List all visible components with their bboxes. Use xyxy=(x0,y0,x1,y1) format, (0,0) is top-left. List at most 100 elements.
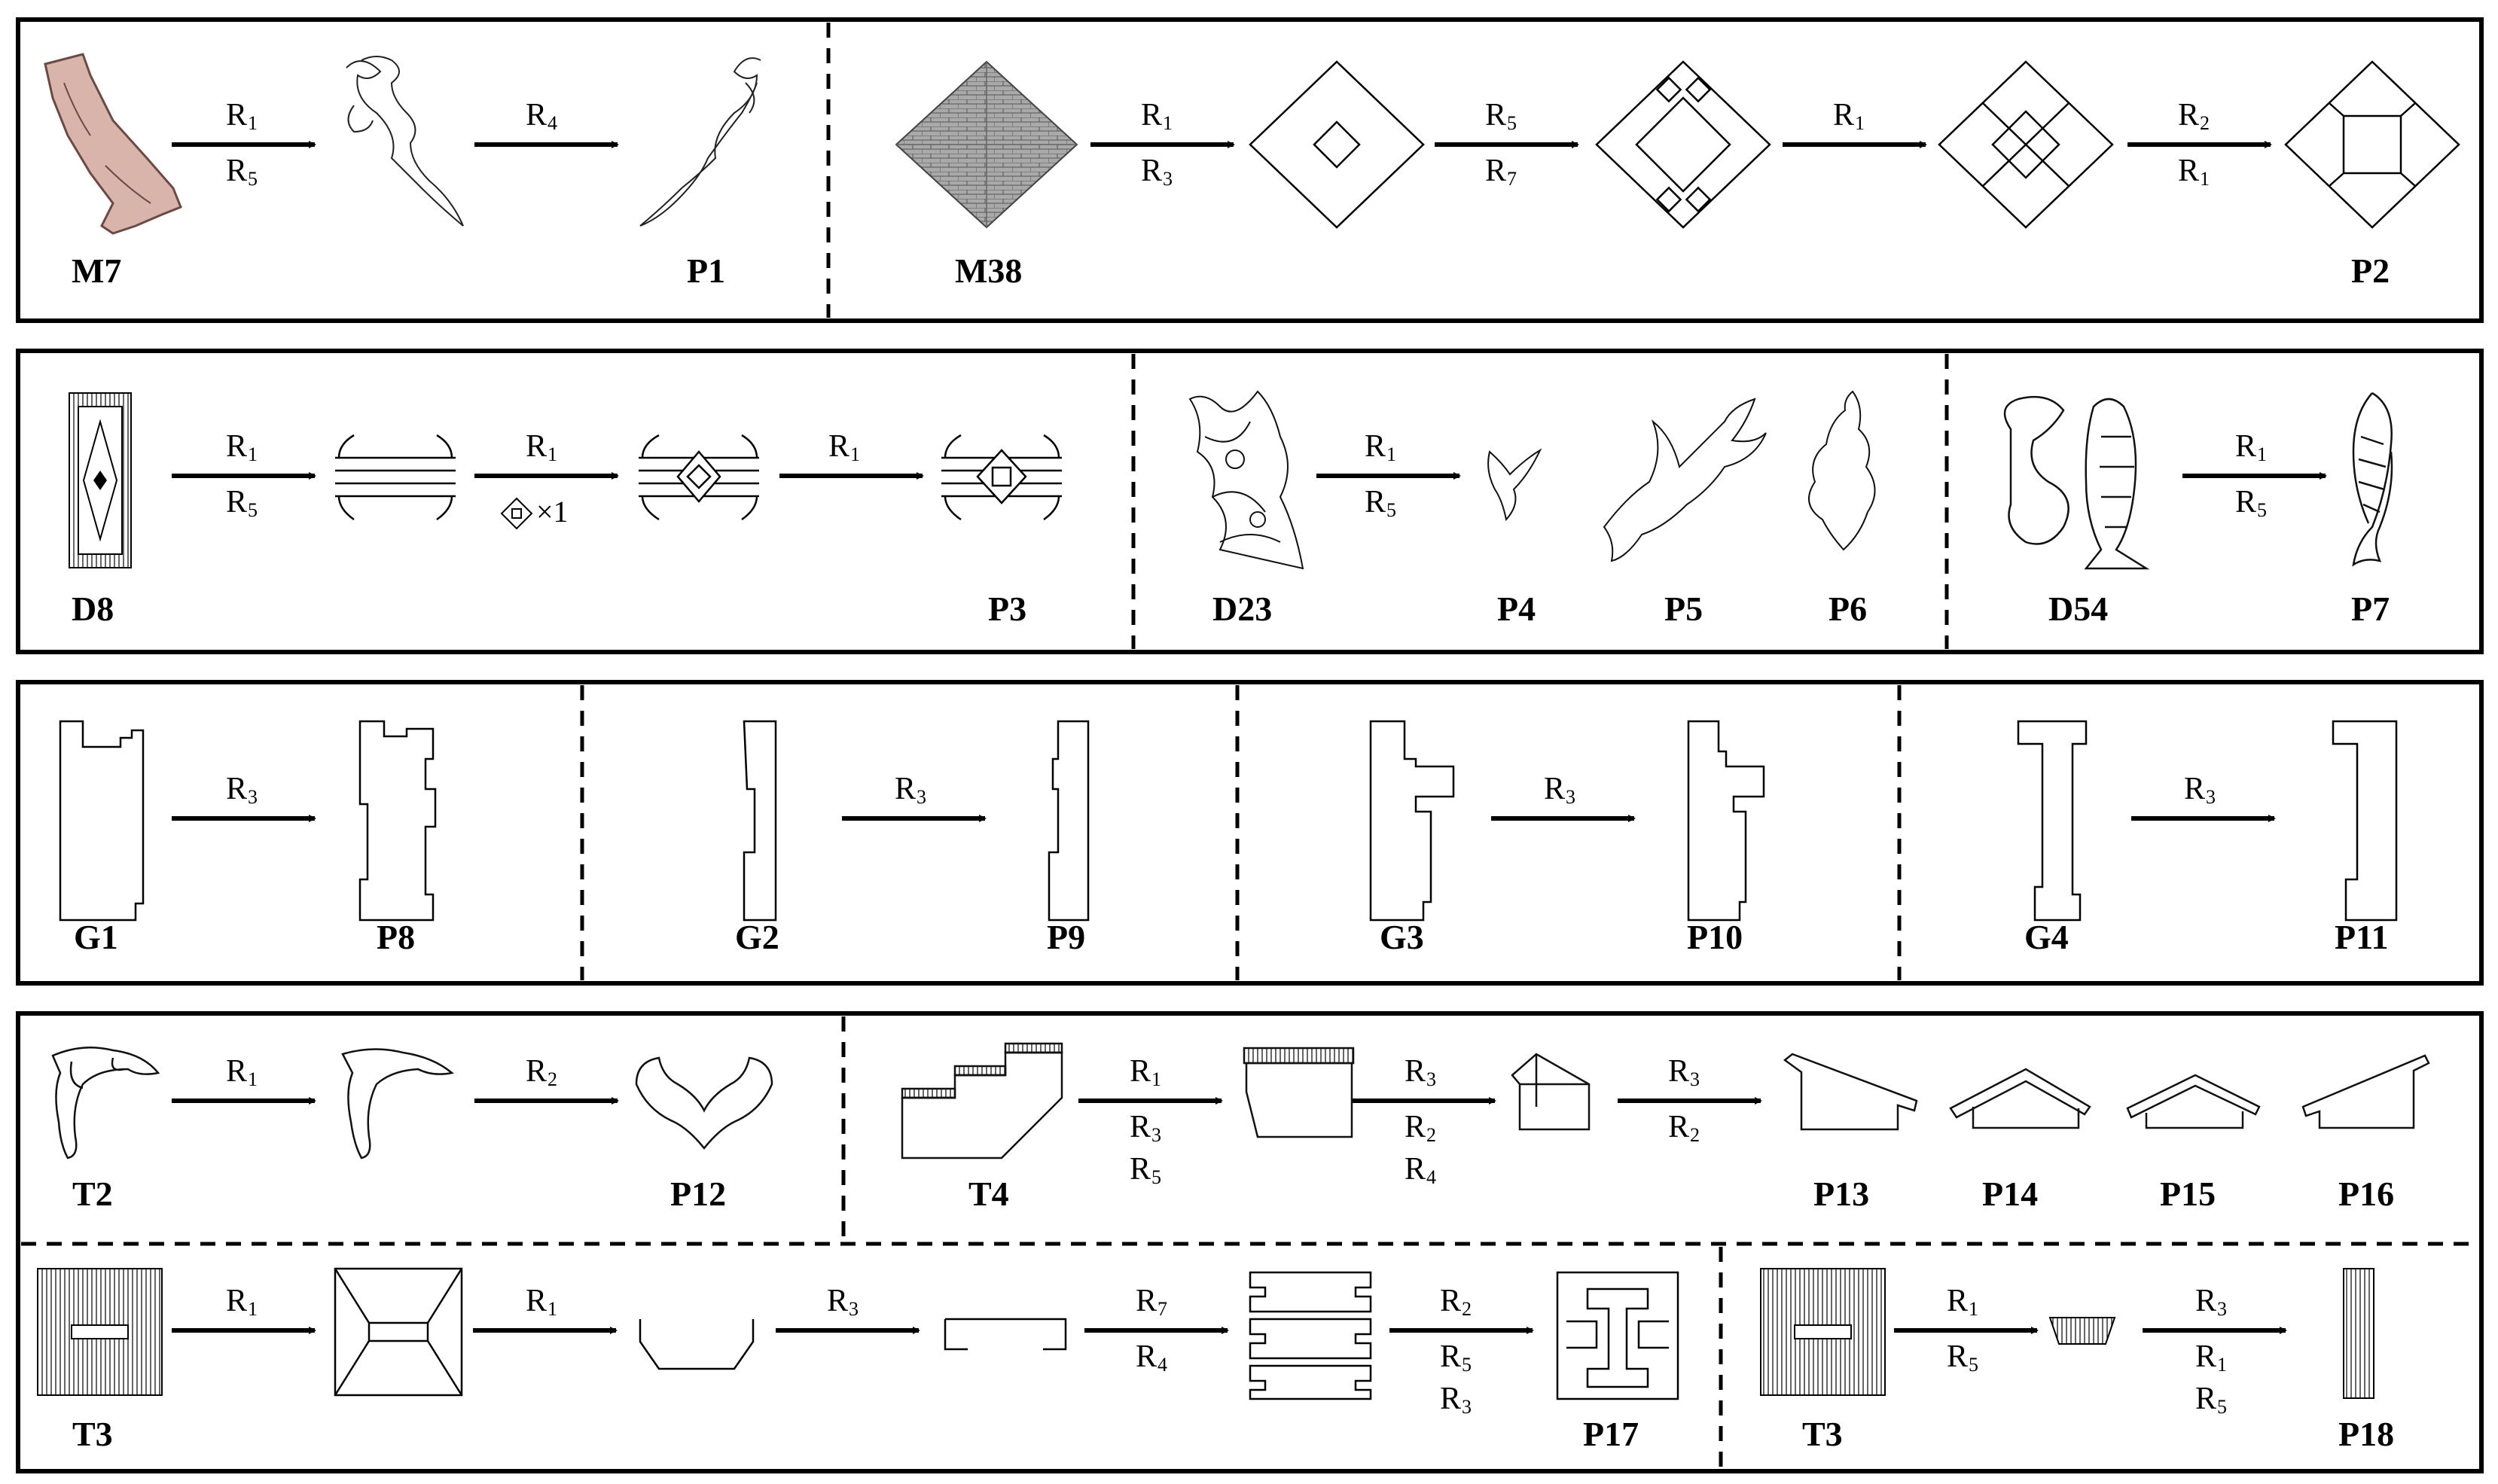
arrows xyxy=(172,141,2327,1334)
rule-letter: R xyxy=(1668,1054,1690,1089)
rule-code: R3 xyxy=(1130,1111,1161,1145)
plan-step-3 xyxy=(944,1318,1067,1351)
label-p6: P6 xyxy=(1829,590,1868,628)
rule-code: R1 xyxy=(226,431,258,465)
rule-index: 2 xyxy=(1462,1298,1472,1320)
rule-index: 3 xyxy=(248,786,258,808)
rule-letter: R xyxy=(2195,1339,2217,1374)
p10-profile xyxy=(1687,720,1765,922)
rule-code: R1 xyxy=(526,1285,557,1319)
label-p12: P12 xyxy=(670,1175,727,1213)
rule-code: R2 xyxy=(1668,1111,1700,1145)
rule-index: 2 xyxy=(1426,1124,1437,1146)
t3-hatched-roof-b xyxy=(1760,1268,1886,1396)
label-d23: D23 xyxy=(1212,590,1273,628)
rule-code: R1 xyxy=(226,1056,258,1089)
rule-letter: R xyxy=(2195,1382,2217,1416)
label-p10: P10 xyxy=(1687,918,1743,956)
p13-slope-roof xyxy=(1783,1053,1918,1131)
rule-code: R3 xyxy=(226,773,258,807)
rule-letter: R xyxy=(226,772,248,806)
rule-code: R7 xyxy=(1485,155,1517,189)
rule-code: R4 xyxy=(1405,1153,1436,1187)
m7-ornament xyxy=(44,53,182,235)
p14-gable-roof xyxy=(1949,1068,2091,1129)
rule-letter: R xyxy=(226,485,248,520)
rule-index: 5 xyxy=(1386,499,1397,521)
g3-profile xyxy=(1369,720,1455,922)
rule-index: 2 xyxy=(547,1068,558,1090)
p2-octagon-diamond xyxy=(2284,60,2460,229)
label-p9: P9 xyxy=(1047,918,1086,956)
rule-code: R1 xyxy=(2235,431,2267,465)
label-p2: P2 xyxy=(2351,251,2390,290)
d23-floral-carving xyxy=(1188,390,1304,570)
t4-gable-roof xyxy=(1511,1053,1591,1131)
label-p4: P4 xyxy=(1497,590,1536,628)
d54-vase-and-fish xyxy=(2003,395,2150,570)
label-p1: P1 xyxy=(687,251,726,290)
rule-code: R1 xyxy=(1947,1285,1978,1319)
label-p3: P3 xyxy=(988,590,1027,628)
p9-profile xyxy=(1048,720,1090,922)
rule-index: 3 xyxy=(2217,1298,2228,1320)
p17-interlock-pattern xyxy=(1556,1271,1679,1400)
rule-letter: R xyxy=(226,1284,248,1318)
rule-letter: R xyxy=(526,98,547,133)
rule-index: 1 xyxy=(1855,112,1865,134)
g4-profile xyxy=(2017,720,2088,922)
label-p8: P8 xyxy=(377,918,416,956)
d8-lattice-panel xyxy=(69,392,132,568)
rule-index: 5 xyxy=(1151,1166,1162,1188)
rule-index: 1 xyxy=(1969,1298,1979,1320)
label-d54: D54 xyxy=(2048,590,2109,628)
rule-index: 3 xyxy=(1690,1068,1700,1090)
p8-profile xyxy=(358,720,437,922)
rule-code: R5 xyxy=(226,155,258,189)
diamond-step-3 xyxy=(1938,60,2114,229)
rule-letter: R xyxy=(1947,1284,1969,1318)
t4-wall-segment xyxy=(1243,1047,1355,1138)
rule-index: 5 xyxy=(1462,1354,1472,1376)
rule-code: R1 xyxy=(2195,1341,2227,1375)
rule-code: R1 xyxy=(1833,99,1865,133)
rule-code: R5 xyxy=(1485,99,1517,133)
label-g3: G3 xyxy=(1380,918,1424,956)
label-g1: G1 xyxy=(74,918,118,956)
rule-index: 4 xyxy=(1426,1166,1437,1188)
rule-index: 5 xyxy=(248,168,258,190)
t4-stepped-wall xyxy=(901,1042,1063,1159)
rule-index: 4 xyxy=(547,112,558,134)
panel-row-4 xyxy=(16,1011,2484,1473)
rule-index: 5 xyxy=(2257,499,2268,521)
p4-bird-outline xyxy=(1487,448,1542,522)
rule-letter: R xyxy=(1405,1110,1426,1144)
label-p13: P13 xyxy=(1813,1175,1870,1213)
rule-index: 7 xyxy=(1157,1298,1168,1320)
rule-letter: R xyxy=(1440,1284,1462,1318)
rule-code: R5 xyxy=(2235,486,2267,520)
rule-code: R5 xyxy=(1440,1341,1472,1375)
p1-mirrored-scroll xyxy=(639,57,761,227)
rule-letter: R xyxy=(226,98,248,133)
rule-letter: R xyxy=(1485,98,1507,133)
label-p17: P17 xyxy=(1583,1415,1639,1453)
rule-code: R7 xyxy=(1136,1285,1167,1319)
rule-index: 2 xyxy=(2200,112,2210,134)
label-p16: P16 xyxy=(2338,1175,2395,1213)
p18-hatched-column xyxy=(2343,1268,2374,1399)
label-t3-b: T3 xyxy=(1802,1415,1843,1453)
rule-letter: R xyxy=(1141,154,1163,188)
rule-letter: R xyxy=(1130,1152,1151,1187)
rule-letter: R xyxy=(1365,429,1386,464)
rule-code: R3 xyxy=(895,773,926,807)
rule-index: 5 xyxy=(1507,112,1517,134)
label-g4: G4 xyxy=(2024,918,2069,956)
rule-code: R3 xyxy=(1440,1383,1472,1417)
rule-letter: R xyxy=(2184,772,2206,806)
inline-note-times-one: ×1 xyxy=(536,495,569,529)
rule-index: 1 xyxy=(1163,112,1173,134)
rule-letter: R xyxy=(2235,485,2257,520)
rule-letter: R xyxy=(827,1284,849,1318)
